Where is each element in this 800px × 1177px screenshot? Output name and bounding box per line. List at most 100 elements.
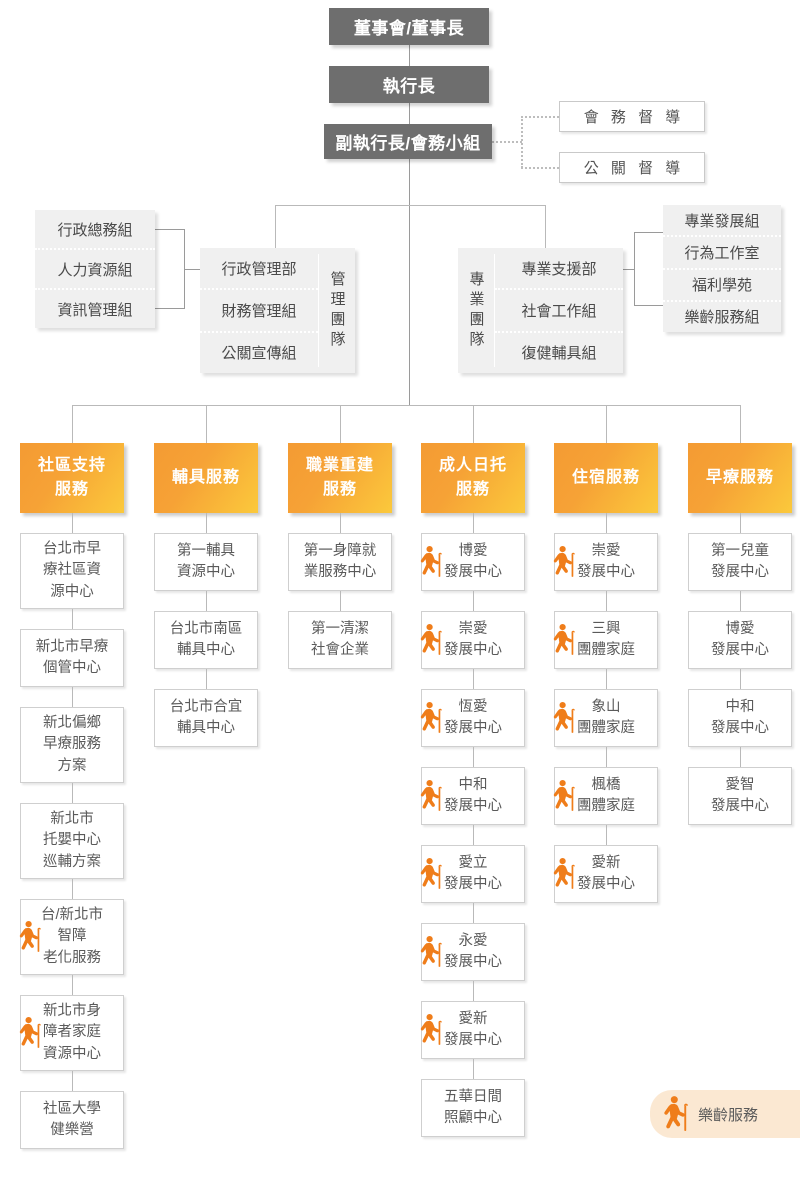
connector-board-ceo: [409, 45, 410, 67]
service-drop-5: [606, 405, 607, 443]
exec-box-board[interactable]: 董事會/董事長: [329, 8, 489, 45]
supervisor-box-pr[interactable]: 公 關 督 導: [559, 152, 705, 183]
professional-subgroup-item[interactable]: 行為工作室: [663, 235, 781, 267]
connector-mgmt-sub-bottom: [155, 308, 185, 309]
connector-mgmt-sub-join: [184, 269, 200, 270]
service-item[interactable]: 新北偏鄉早療服務方案: [20, 707, 124, 783]
connector-between-items: [473, 591, 474, 611]
service-item[interactable]: 楓橋團體家庭: [553, 767, 658, 825]
service-item[interactable]: 第一清潔社會企業: [288, 611, 392, 669]
service-item[interactable]: 象山團體家庭: [553, 689, 658, 747]
connector-teams-bar: [275, 205, 545, 206]
professional-department-item[interactable]: 復健輔具組: [495, 330, 623, 373]
legend-senior-services: 樂齡服務: [650, 1090, 800, 1138]
management-subgroups-panel: 行政總務組 人力資源組 資訊管理組: [35, 210, 155, 328]
professional-team-label: 專業團隊: [467, 270, 485, 351]
connector-between-items: [72, 783, 73, 803]
service-item[interactable]: 中和發展中心: [420, 767, 525, 825]
service-item[interactable]: 台北市合宜輔具中心: [154, 689, 258, 747]
management-department-panel: 行政管理部 財務管理組 公關宣傳組 管理團隊: [200, 248, 355, 373]
management-subgroup-item[interactable]: 人力資源組: [35, 248, 155, 288]
service-item[interactable]: 崇愛發展中心: [553, 533, 658, 591]
service-header-vocational-rehab[interactable]: 職業重建服務: [288, 443, 392, 513]
connector-header-to-items: [473, 513, 474, 533]
management-department-item[interactable]: 公關宣傳組: [200, 330, 318, 373]
management-subgroup-item[interactable]: 資訊管理組: [35, 288, 155, 328]
connector-between-items: [72, 1071, 73, 1091]
service-header-community-support[interactable]: 社區支持服務: [20, 443, 124, 513]
professional-department-item[interactable]: 社會工作組: [495, 288, 623, 330]
service-item[interactable]: 永愛發展中心: [420, 923, 525, 981]
service-item[interactable]: 博愛發展中心: [420, 533, 525, 591]
service-item[interactable]: 中和發展中心: [688, 689, 792, 747]
connector-between-items: [740, 747, 741, 767]
service-drop-4: [473, 405, 474, 443]
connector-between-items: [473, 825, 474, 845]
service-item[interactable]: 第一兒童發展中心: [688, 533, 792, 591]
service-item[interactable]: 新北市托嬰中心巡輔方案: [20, 803, 124, 879]
management-department-item[interactable]: 行政管理部: [221, 260, 297, 278]
service-item[interactable]: 新北市身障者家庭資源中心: [19, 995, 124, 1071]
exec-box-deputy-ceo[interactable]: 副執行長/會務小組: [324, 124, 492, 159]
service-item[interactable]: 愛新發展中心: [420, 1001, 525, 1059]
connector-deputy-trunk: [409, 159, 410, 405]
professional-subgroup-item[interactable]: 樂齡服務組: [663, 299, 781, 332]
service-item[interactable]: 三興團體家庭: [553, 611, 658, 669]
management-department-item[interactable]: 財務管理組: [200, 288, 318, 330]
connector-between-items: [72, 687, 73, 707]
service-item[interactable]: 台北市南區輔具中心: [154, 611, 258, 669]
connector-supervisors-spine: [521, 116, 523, 168]
service-header-assistive-devices[interactable]: 輔具服務: [154, 443, 258, 513]
exec-box-ceo[interactable]: 執行長: [329, 66, 489, 103]
service-drop-1: [72, 405, 73, 443]
connector-between-items: [72, 609, 73, 629]
service-item[interactable]: 新北市早療個管中心: [20, 629, 124, 687]
connector-ceo-deputy: [409, 102, 410, 124]
connector-prof-sub-join: [620, 269, 635, 270]
service-item[interactable]: 台/新北市智障老化服務: [19, 899, 124, 975]
service-drop-6: [740, 405, 741, 443]
connector-between-items: [206, 591, 207, 611]
elderly-person-with-cane-icon: [662, 1095, 692, 1133]
service-header-adult-day-care[interactable]: 成人日托服務: [421, 443, 525, 513]
connector-between-items: [606, 747, 607, 767]
connector-professional-drop: [545, 205, 546, 250]
connector-between-items: [340, 591, 341, 611]
service-header-residential[interactable]: 住宿服務: [554, 443, 658, 513]
connector-prof-sub-top: [634, 232, 664, 233]
connector-between-items: [473, 981, 474, 1001]
connector-between-items: [473, 1059, 474, 1079]
service-item[interactable]: 台北市早療社區資源中心: [20, 533, 124, 609]
service-item[interactable]: 恆愛發展中心: [420, 689, 525, 747]
service-drop-2: [206, 405, 207, 443]
service-item[interactable]: 第一輔具資源中心: [154, 533, 258, 591]
connector-between-items: [740, 591, 741, 611]
connector-deputy-supervisors-stub: [492, 141, 522, 143]
connector-header-to-items: [72, 513, 73, 533]
connector-prof-sub-bottom: [634, 305, 664, 306]
service-header-early-intervention[interactable]: 早療服務: [688, 443, 792, 513]
connector-header-to-items: [340, 513, 341, 533]
service-item[interactable]: 崇愛發展中心: [420, 611, 525, 669]
service-item[interactable]: 社區大學健樂營: [20, 1091, 124, 1149]
service-item[interactable]: 五華日間照顧中心: [421, 1079, 525, 1137]
professional-department-panel: 專業團隊 專業支援部 社會工作組 復健輔具組: [458, 248, 623, 373]
professional-department-item[interactable]: 專業支援部: [521, 260, 597, 278]
service-item[interactable]: 愛智發展中心: [688, 767, 792, 825]
panel-divider: [494, 254, 495, 367]
professional-subgroup-item[interactable]: 福利學苑: [663, 267, 781, 300]
service-item[interactable]: 愛新發展中心: [553, 845, 658, 903]
connector-management-drop: [275, 205, 276, 250]
service-item[interactable]: 愛立發展中心: [420, 845, 525, 903]
connector-header-to-items: [740, 513, 741, 533]
management-subgroup-item[interactable]: 行政總務組: [57, 221, 133, 239]
professional-subgroups-panel: 專業發展組 行為工作室 福利學苑 樂齡服務組: [663, 205, 781, 332]
connector-between-items: [606, 591, 607, 611]
supervisor-box-affairs[interactable]: 會 務 督 導: [559, 101, 705, 132]
service-item[interactable]: 第一身障就業服務中心: [288, 533, 392, 591]
connector-between-items: [473, 903, 474, 923]
service-item[interactable]: 博愛發展中心: [688, 611, 792, 669]
connector-between-items: [606, 825, 607, 845]
professional-subgroup-item[interactable]: 專業發展組: [684, 212, 760, 230]
